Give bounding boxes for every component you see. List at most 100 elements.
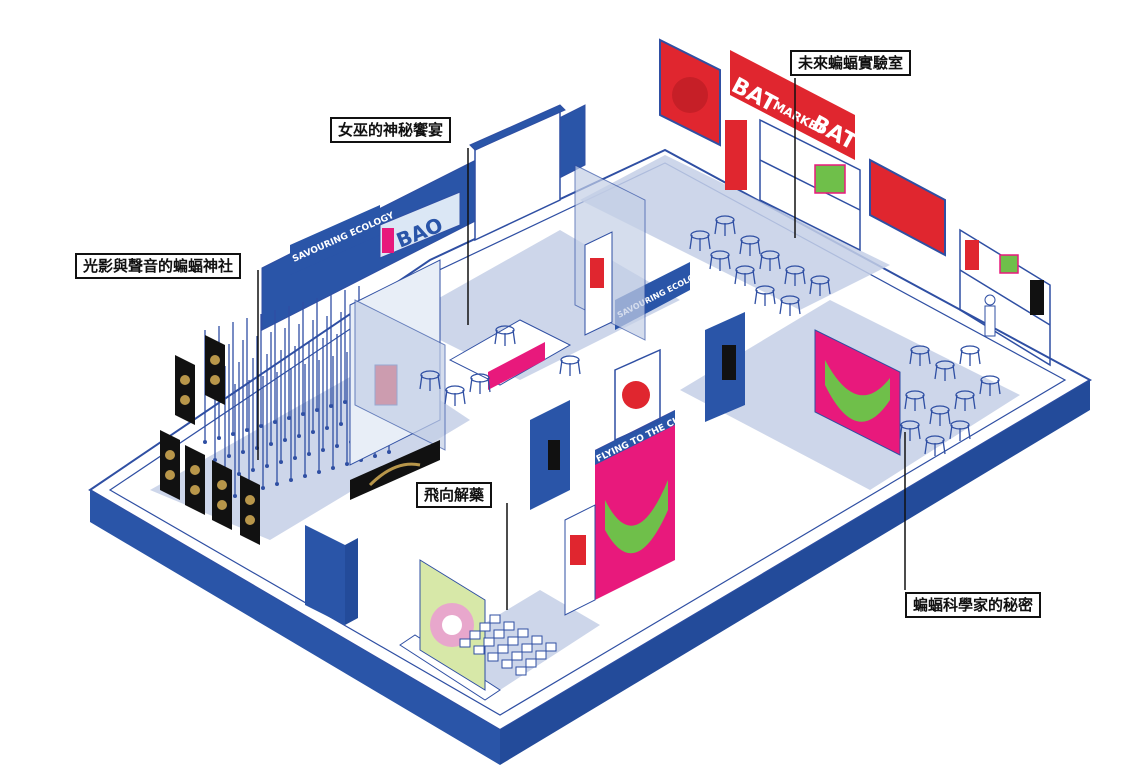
floor-cube xyxy=(497,644,509,654)
blue-tower-science xyxy=(705,312,745,422)
bat-panel-motif xyxy=(245,515,255,525)
stool-leg xyxy=(827,279,831,295)
stool-leg xyxy=(757,239,761,255)
cure-bat-wing xyxy=(605,480,668,554)
bat-panel-motif xyxy=(180,395,190,405)
kiosk-red-poster xyxy=(590,258,604,288)
bat-panel-motif xyxy=(245,495,255,505)
slat-wall-frame xyxy=(469,104,566,151)
floor-cube xyxy=(489,614,501,624)
stool-leg xyxy=(689,234,693,250)
strand-bead xyxy=(293,456,297,460)
stool-leg xyxy=(779,299,783,315)
strand-bead xyxy=(387,450,391,454)
bat-panel xyxy=(185,445,205,515)
strand-bead xyxy=(315,408,319,412)
stool-leg xyxy=(952,364,956,380)
science-green-poster xyxy=(999,254,1019,274)
strand-bead xyxy=(227,454,231,458)
stool-leg xyxy=(777,254,781,270)
bat-panel-motif xyxy=(165,450,175,460)
floor-cube xyxy=(535,650,547,660)
strand-bead xyxy=(275,482,279,486)
strand-bead xyxy=(303,474,307,478)
floor-cube xyxy=(459,638,471,648)
stool-leg xyxy=(759,254,763,270)
strand-bead xyxy=(329,404,333,408)
strand-bead xyxy=(321,448,325,452)
strand-bead xyxy=(343,400,347,404)
stool-leg xyxy=(949,424,953,440)
stool-leg xyxy=(947,409,951,425)
stool-leg xyxy=(487,377,491,393)
stool-leg xyxy=(469,377,473,393)
stool-leg xyxy=(904,394,908,410)
strand-bead xyxy=(283,438,287,442)
feast-table-magenta-banner xyxy=(488,342,545,390)
stool-leg xyxy=(739,239,743,255)
stool-leg xyxy=(924,439,928,455)
floor-cubes xyxy=(459,614,557,676)
strand-bead xyxy=(373,454,377,458)
strand-bead xyxy=(251,468,255,472)
strand-bead xyxy=(259,424,263,428)
stool-leg xyxy=(967,424,971,440)
stool-leg xyxy=(802,269,806,285)
bat-panel-motif xyxy=(210,355,220,365)
strand-bead xyxy=(279,460,283,464)
bat-panel xyxy=(175,355,195,425)
science-bat-wall xyxy=(814,329,901,456)
bat-panel-motif xyxy=(217,500,227,510)
billboard-pattern xyxy=(672,77,708,113)
stool-leg xyxy=(959,349,963,365)
bat-panel-motif xyxy=(165,470,175,480)
stool-leg xyxy=(997,379,1001,395)
bat-wing-shape xyxy=(825,360,890,422)
bat-panel xyxy=(160,430,180,500)
platform-front-right-side xyxy=(500,380,1090,765)
floor-cube xyxy=(517,628,529,638)
stool-leg xyxy=(462,389,466,405)
floor-cube xyxy=(515,666,527,676)
label-science: 蝙蝠科學家的秘密 xyxy=(905,592,1042,618)
cure-red-poster xyxy=(570,535,586,565)
bao-sign-magenta-panel xyxy=(382,228,394,253)
stool-leg xyxy=(512,329,516,345)
strand-bead xyxy=(217,436,221,440)
stool-leg xyxy=(752,269,756,285)
floor-cube xyxy=(525,658,537,668)
strand-bead xyxy=(245,428,249,432)
strand-bead xyxy=(339,422,343,426)
platform-front-left-side xyxy=(90,490,500,765)
bat-panel xyxy=(212,460,232,530)
bat-panel-motif xyxy=(190,465,200,475)
strand-bead xyxy=(289,478,293,482)
cure-poster-board xyxy=(399,559,501,701)
bat-panel-motif xyxy=(190,485,200,495)
stool-leg xyxy=(909,349,913,365)
strand-bead xyxy=(307,452,311,456)
strand-bead xyxy=(203,440,207,444)
stool-leg xyxy=(727,254,731,270)
stool-leg xyxy=(732,219,736,235)
stool-leg xyxy=(797,299,801,315)
blue-tower-front xyxy=(305,525,358,625)
blue-tower-cure xyxy=(530,400,570,510)
stool-leg xyxy=(972,394,976,410)
stool-leg xyxy=(942,439,946,455)
cure-kiosk xyxy=(564,504,596,616)
stool-leg xyxy=(809,279,813,295)
strand-bead xyxy=(331,466,335,470)
lab-shelving xyxy=(725,118,861,252)
label-cure: 飛向解藥 xyxy=(416,482,493,508)
strand-bead xyxy=(317,470,321,474)
visitor-figure xyxy=(984,294,996,337)
shrine-bat-banner xyxy=(350,440,440,500)
lab-billboard-right xyxy=(869,158,946,257)
stool-leg xyxy=(444,389,448,405)
cure-tower-screen xyxy=(548,440,560,470)
floor-cube xyxy=(511,651,523,661)
floor-cube xyxy=(501,659,513,669)
tower-black-screen xyxy=(722,345,736,380)
